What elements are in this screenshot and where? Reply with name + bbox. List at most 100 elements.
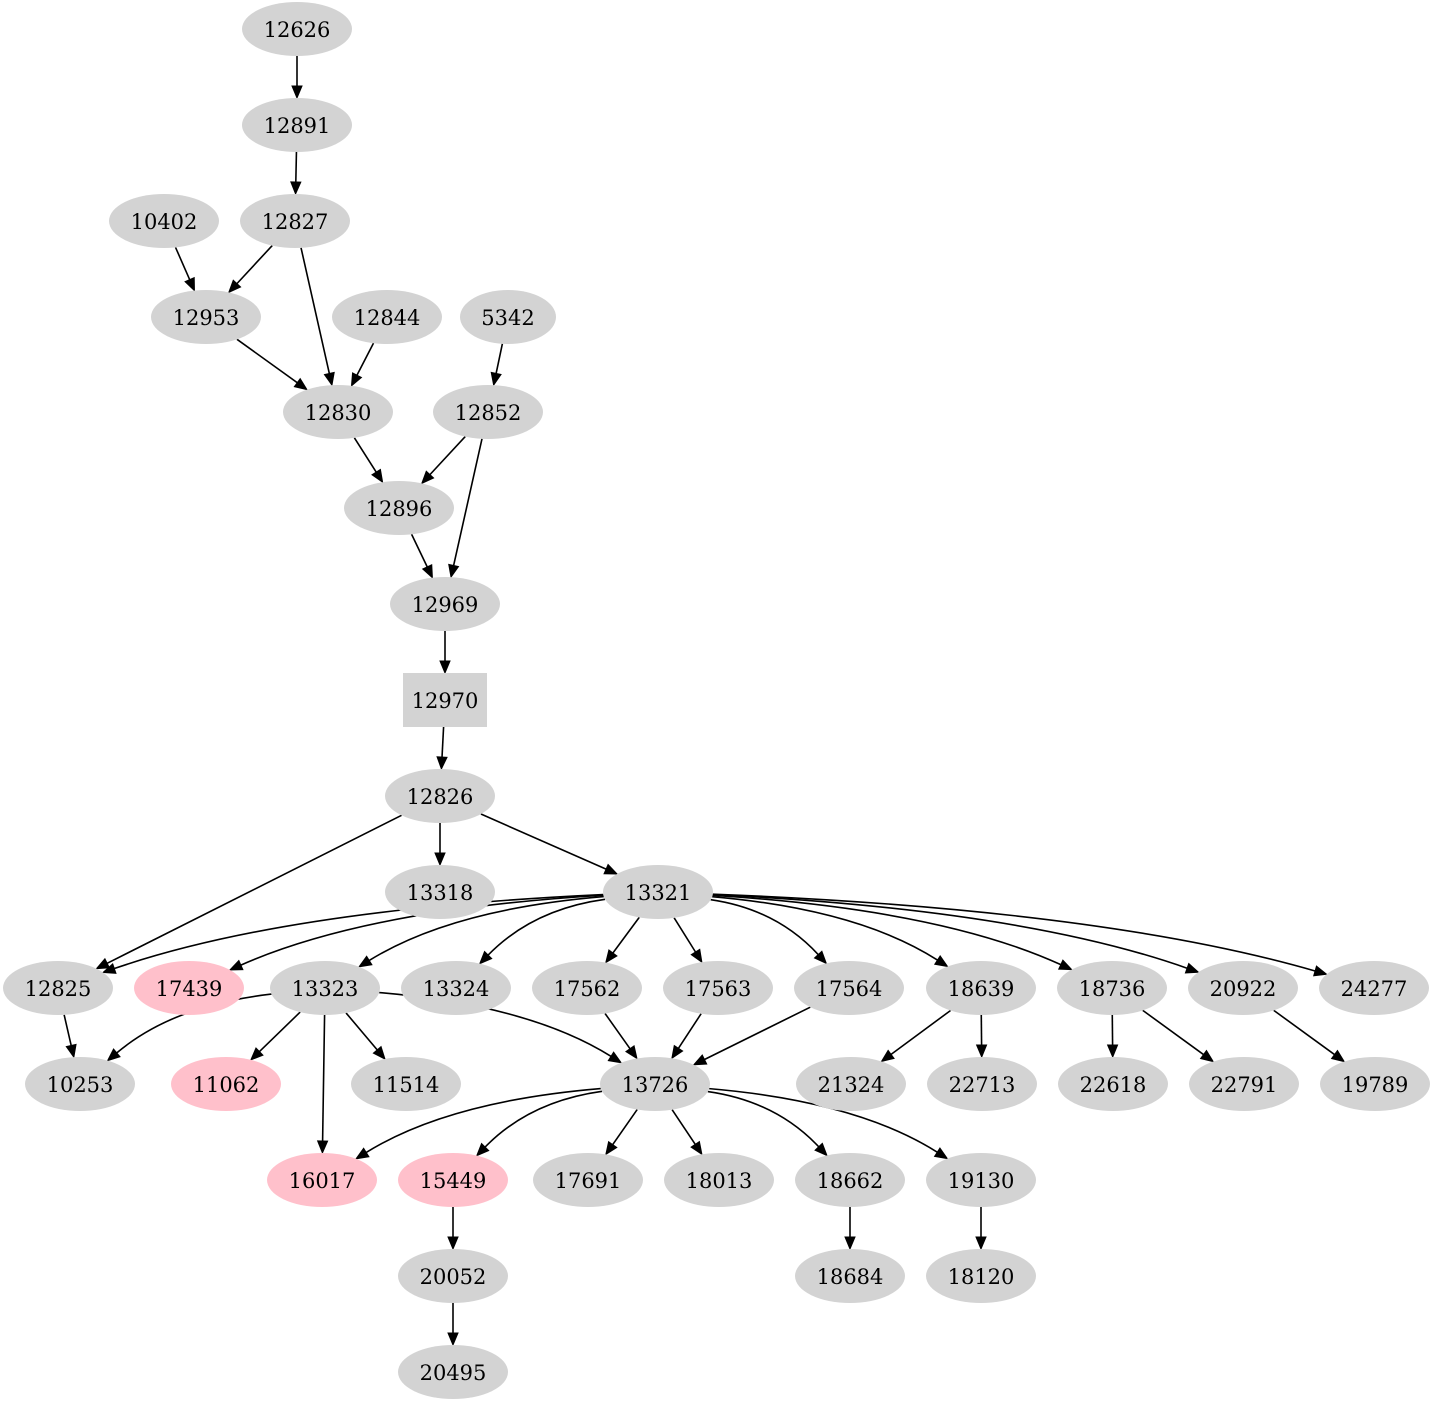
graph-node[interactable]: 12896 bbox=[344, 481, 454, 535]
node-ellipse-shape[interactable] bbox=[351, 1057, 461, 1111]
node-ellipse-shape[interactable] bbox=[332, 290, 442, 344]
graph-node[interactable]: 13323 bbox=[270, 961, 380, 1015]
node-ellipse-shape[interactable] bbox=[390, 577, 500, 631]
node-ellipse-shape[interactable] bbox=[109, 194, 219, 248]
node-ellipse-shape[interactable] bbox=[398, 1153, 508, 1207]
edge-arrowhead bbox=[880, 1049, 895, 1063]
graph-node[interactable]: 13324 bbox=[401, 961, 511, 1015]
node-ellipse-shape[interactable] bbox=[433, 385, 543, 439]
graph-node[interactable]: 17562 bbox=[532, 961, 642, 1015]
node-ellipse-shape[interactable] bbox=[240, 194, 350, 248]
graph-node[interactable]: 24277 bbox=[1319, 961, 1429, 1015]
node-ellipse-shape[interactable] bbox=[600, 1057, 710, 1111]
graph-node[interactable]: 11514 bbox=[351, 1057, 461, 1111]
node-ellipse-shape[interactable] bbox=[171, 1057, 281, 1111]
node-ellipse-shape[interactable] bbox=[242, 98, 352, 152]
node-ellipse-shape[interactable] bbox=[3, 961, 113, 1015]
graph-node[interactable]: 13318 bbox=[385, 865, 495, 919]
node-ellipse-shape[interactable] bbox=[134, 961, 244, 1015]
node-ellipse-shape[interactable] bbox=[25, 1057, 135, 1111]
graph-node[interactable]: 12852 bbox=[433, 385, 543, 439]
graph-node[interactable]: 21324 bbox=[796, 1057, 906, 1111]
graph-node[interactable]: 12953 bbox=[151, 290, 261, 344]
graph-node[interactable]: 13321 bbox=[603, 865, 713, 919]
graph-node[interactable]: 17563 bbox=[663, 961, 773, 1015]
node-ellipse-shape[interactable] bbox=[385, 865, 495, 919]
graph-node[interactable]: 20052 bbox=[398, 1249, 508, 1303]
node-ellipse-shape[interactable] bbox=[603, 865, 713, 919]
graph-node[interactable]: 19789 bbox=[1320, 1057, 1430, 1111]
graph-node[interactable]: 17564 bbox=[794, 961, 904, 1015]
edge-arrowhead bbox=[490, 371, 502, 387]
edge-arrowhead bbox=[448, 563, 460, 579]
node-ellipse-shape[interactable] bbox=[1320, 1057, 1430, 1111]
graph-node[interactable]: 18120 bbox=[926, 1249, 1036, 1303]
graph-node[interactable]: 10402 bbox=[109, 194, 219, 248]
graph-edge bbox=[890, 1009, 952, 1056]
graph-node[interactable]: 22713 bbox=[927, 1057, 1037, 1111]
edge-arrowhead bbox=[228, 959, 244, 971]
graph-node[interactable]: 18013 bbox=[664, 1153, 774, 1207]
graph-node[interactable]: 12826 bbox=[385, 769, 495, 823]
graph-edge bbox=[321, 1014, 326, 1142]
node-ellipse-shape[interactable] bbox=[283, 385, 393, 439]
node-ellipse-shape[interactable] bbox=[1189, 1057, 1299, 1111]
node-ellipse-shape[interactable] bbox=[927, 1057, 1037, 1111]
graph-node[interactable]: 12969 bbox=[390, 577, 500, 631]
node-ellipse-shape[interactable] bbox=[398, 1345, 508, 1399]
node-ellipse-shape[interactable] bbox=[533, 1153, 643, 1207]
graph-node[interactable]: 12830 bbox=[283, 385, 393, 439]
edge-arrowhead bbox=[101, 962, 117, 974]
node-ellipse-shape[interactable] bbox=[795, 1249, 905, 1303]
graph-node[interactable]: 22618 bbox=[1058, 1057, 1168, 1111]
graph-node[interactable]: 12891 bbox=[242, 98, 352, 152]
node-ellipse-shape[interactable] bbox=[1058, 1057, 1168, 1111]
graph-node[interactable]: 5342 bbox=[460, 290, 556, 344]
graph-edge bbox=[704, 1006, 811, 1061]
node-ellipse-shape[interactable] bbox=[344, 481, 454, 535]
node-ellipse-shape[interactable] bbox=[926, 961, 1036, 1015]
node-ellipse-shape[interactable] bbox=[664, 1153, 774, 1207]
graph-node[interactable]: 20922 bbox=[1188, 961, 1298, 1015]
node-ellipse-shape[interactable] bbox=[1057, 961, 1167, 1015]
graph-node[interactable]: 10253 bbox=[25, 1057, 135, 1111]
node-ellipse-shape[interactable] bbox=[663, 961, 773, 1015]
node-ellipse-shape[interactable] bbox=[1188, 961, 1298, 1015]
graph-node[interactable]: 12970 bbox=[403, 673, 487, 727]
graph-node[interactable]: 18662 bbox=[795, 1153, 905, 1207]
graph-node[interactable]: 18684 bbox=[795, 1249, 905, 1303]
node-ellipse-shape[interactable] bbox=[242, 2, 352, 56]
graph-node[interactable]: 12626 bbox=[242, 2, 352, 56]
node-ellipse-shape[interactable] bbox=[1319, 961, 1429, 1015]
node-ellipse-shape[interactable] bbox=[926, 1153, 1036, 1207]
graph-node[interactable]: 11062 bbox=[171, 1057, 281, 1111]
edge-arrowhead bbox=[813, 950, 828, 965]
graph-node[interactable]: 16017 bbox=[267, 1153, 377, 1207]
graph-node[interactable]: 12827 bbox=[240, 194, 350, 248]
graph-node[interactable]: 22791 bbox=[1189, 1057, 1299, 1111]
graph-node[interactable]: 19130 bbox=[926, 1153, 1036, 1207]
node-ellipse-shape[interactable] bbox=[270, 961, 380, 1015]
node-ellipse-shape[interactable] bbox=[151, 290, 261, 344]
node-ellipse-shape[interactable] bbox=[795, 1153, 905, 1207]
node-ellipse-shape[interactable] bbox=[385, 769, 495, 823]
graph-node[interactable]: 17691 bbox=[533, 1153, 643, 1207]
graph-node[interactable]: 15449 bbox=[398, 1153, 508, 1207]
node-ellipse-shape[interactable] bbox=[401, 961, 511, 1015]
graph-node[interactable]: 12825 bbox=[3, 961, 113, 1015]
graph-node[interactable]: 18639 bbox=[926, 961, 1036, 1015]
graph-node[interactable]: 13726 bbox=[600, 1057, 710, 1111]
graph-node[interactable]: 18736 bbox=[1057, 961, 1167, 1015]
node-ellipse-shape[interactable] bbox=[794, 961, 904, 1015]
node-ellipse-shape[interactable] bbox=[532, 961, 642, 1015]
node-ellipse-shape[interactable] bbox=[267, 1153, 377, 1207]
node-ellipse-shape[interactable] bbox=[460, 290, 556, 344]
graph-node[interactable]: 17439 bbox=[134, 961, 244, 1015]
node-ellipse-shape[interactable] bbox=[926, 1249, 1036, 1303]
edge-arrowhead bbox=[1057, 959, 1073, 971]
graph-node[interactable]: 20495 bbox=[398, 1345, 508, 1399]
node-ellipse-shape[interactable] bbox=[796, 1057, 906, 1111]
node-box-shape[interactable] bbox=[403, 673, 487, 727]
node-ellipse-shape[interactable] bbox=[398, 1249, 508, 1303]
graph-node[interactable]: 12844 bbox=[332, 290, 442, 344]
